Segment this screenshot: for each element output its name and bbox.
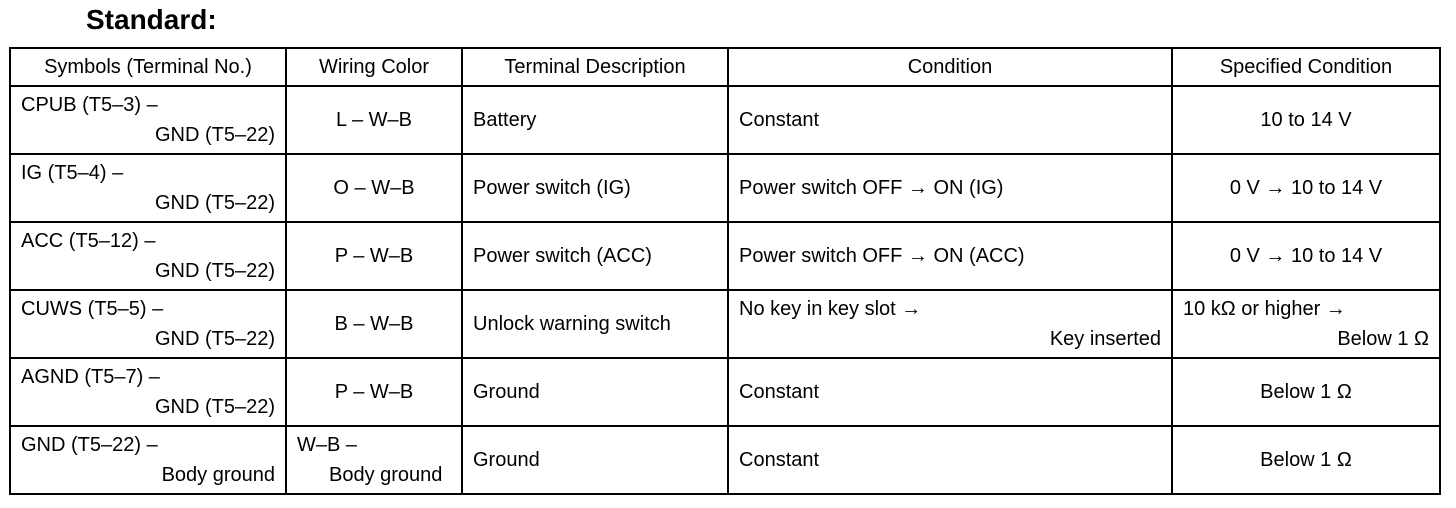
wiring-line-2: Body ground: [329, 464, 443, 486]
condition-line-1: No key in key slot →: [739, 298, 922, 320]
page-title: Standard:: [86, 4, 217, 35]
symbol-line-1: GND (T5–22) –: [21, 434, 158, 456]
symbol-cell: IG (T5–4) – GND (T5–22): [9, 153, 287, 223]
wiring-color-cell: O – W–B: [285, 153, 463, 223]
specified-line-2: Below 1 Ω: [1337, 328, 1429, 350]
header-symbols: Symbols (Terminal No.): [9, 47, 287, 87]
condition-cell: Constant: [727, 85, 1173, 155]
table-row: IG (T5–4) – GND (T5–22) O – W–B Power sw…: [9, 153, 1441, 223]
symbol-line-2: GND (T5–22): [154, 192, 275, 214]
symbol-line-1: ACC (T5–12) –: [21, 230, 156, 252]
wiring-color-cell: P – W–B: [285, 221, 463, 291]
symbol-line-2: GND (T5–22): [154, 396, 275, 418]
symbol-line-1: AGND (T5–7) –: [21, 366, 160, 388]
table-row: ACC (T5–12) – GND (T5–22) P – W–B Power …: [9, 221, 1441, 291]
symbol-line-2: GND (T5–22): [154, 260, 275, 282]
condition-line-2: Key inserted: [1049, 328, 1161, 350]
wiring-color-cell: P – W–B: [285, 357, 463, 427]
wiring-color-cell: B – W–B: [285, 289, 463, 359]
header-terminal-description: Terminal Description: [461, 47, 729, 87]
symbol-line-1: CUWS (T5–5) –: [21, 298, 164, 320]
symbol-cell: GND (T5–22) – Body ground: [9, 425, 287, 495]
description-cell: Power switch (ACC): [461, 221, 729, 291]
condition-cell: Power switch OFF → ON (ACC): [727, 221, 1173, 291]
symbol-cell: CUWS (T5–5) – GND (T5–22): [9, 289, 287, 359]
wiring-color-cell: W–B – Body ground: [285, 425, 463, 495]
condition-cell: No key in key slot → Key inserted: [727, 289, 1173, 359]
table-header-row: Symbols (Terminal No.) Wiring Color Term…: [9, 47, 1441, 87]
wiring-color-cell: L – W–B: [285, 85, 463, 155]
specified-condition-cell: Below 1 Ω: [1171, 425, 1441, 495]
symbol-cell: ACC (T5–12) – GND (T5–22): [9, 221, 287, 291]
header-condition: Condition: [727, 47, 1173, 87]
wiring-line-1: W–B –: [297, 434, 358, 456]
condition-cell: Constant: [727, 357, 1173, 427]
symbol-line-2: GND (T5–22): [154, 328, 275, 350]
description-cell: Unlock warning switch: [461, 289, 729, 359]
description-cell: Ground: [461, 357, 729, 427]
specified-condition-cell: 0 V → 10 to 14 V: [1171, 221, 1441, 291]
description-cell: Power switch (IG): [461, 153, 729, 223]
symbol-line-2: Body ground: [161, 464, 275, 486]
table-row: CUWS (T5–5) – GND (T5–22) B – W–B Unlock…: [9, 289, 1441, 359]
table-row: GND (T5–22) – Body ground W–B – Body gro…: [9, 425, 1441, 495]
header-specified-condition: Specified Condition: [1171, 47, 1441, 87]
symbol-line-1: IG (T5–4) –: [21, 162, 124, 184]
specified-condition-cell: Below 1 Ω: [1171, 357, 1441, 427]
specified-line-1: 10 kΩ or higher →: [1183, 298, 1346, 320]
condition-cell: Constant: [727, 425, 1173, 495]
symbol-cell: CPUB (T5–3) – GND (T5–22): [9, 85, 287, 155]
description-cell: Ground: [461, 425, 729, 495]
specified-condition-cell: 0 V → 10 to 14 V: [1171, 153, 1441, 223]
specified-condition-cell: 10 kΩ or higher → Below 1 Ω: [1171, 289, 1441, 359]
condition-cell: Power switch OFF → ON (IG): [727, 153, 1173, 223]
standard-table: Symbols (Terminal No.) Wiring Color Term…: [9, 47, 1441, 495]
symbol-cell: AGND (T5–7) – GND (T5–22): [9, 357, 287, 427]
symbol-line-1: CPUB (T5–3) –: [21, 94, 158, 116]
specified-condition-cell: 10 to 14 V: [1171, 85, 1441, 155]
header-wiring-color: Wiring Color: [285, 47, 463, 87]
table-row: CPUB (T5–3) – GND (T5–22) L – W–B Batter…: [9, 85, 1441, 155]
table-row: AGND (T5–7) – GND (T5–22) P – W–B Ground…: [9, 357, 1441, 427]
description-cell: Battery: [461, 85, 729, 155]
symbol-line-2: GND (T5–22): [154, 124, 275, 146]
